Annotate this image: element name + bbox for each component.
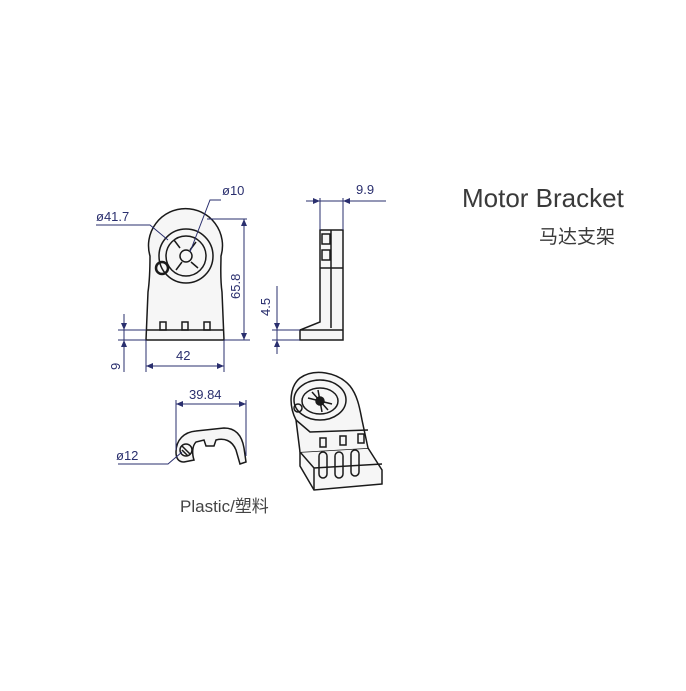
front-slot-right — [203, 321, 211, 331]
iso-slot-2 — [334, 451, 344, 479]
dim-front-hole-dia: ø41.7 — [96, 209, 129, 224]
iso-lower-edge — [295, 419, 369, 433]
isometric-view — [290, 371, 383, 491]
clip-dia-leader — [118, 451, 183, 465]
front-arrows — [121, 219, 247, 369]
front-center-hole — [179, 249, 193, 263]
dim-front-small-dia: ø10 — [222, 183, 244, 198]
dim-clip-dia: ø12 — [116, 448, 138, 463]
side-view — [299, 229, 344, 341]
side-body-outline — [299, 229, 344, 341]
dim-side-flange: 4.5 — [258, 298, 273, 316]
iso-screw — [293, 403, 303, 413]
front-slot-mid — [181, 321, 189, 331]
iso-tab-1 — [319, 437, 327, 448]
clip-arrows — [176, 401, 246, 407]
iso-slot-1 — [318, 451, 328, 479]
iso-ring-inner — [301, 387, 339, 415]
material-label: Plastic/塑料 — [180, 497, 269, 516]
front-slot-left — [159, 321, 167, 331]
clip-view — [175, 427, 247, 465]
iso-hub — [315, 396, 325, 406]
side-arrows — [274, 198, 350, 347]
front-bore — [165, 235, 207, 277]
iso-tab-2 — [339, 435, 347, 446]
clip-hole — [179, 443, 193, 457]
front-spokes — [173, 239, 199, 271]
front-view — [145, 207, 225, 341]
dim-front-height: 65.8 — [228, 274, 243, 299]
iso-tab-3 — [357, 433, 365, 444]
dim-side-thickness: 9.9 — [356, 182, 374, 197]
front-body-outline — [145, 207, 225, 341]
side-tab-2 — [321, 249, 331, 261]
clip-outline — [175, 427, 247, 465]
dim-front-base: 9 — [108, 363, 123, 370]
dia41-leader — [96, 224, 169, 241]
front-screw-hole — [154, 260, 170, 276]
side-tab-1 — [321, 233, 331, 245]
iso-ring-outer — [293, 379, 347, 421]
clip-hole-hatch — [181, 445, 191, 457]
title-chinese: 马达支架 — [539, 226, 615, 248]
dim-front-width: 42 — [176, 348, 190, 363]
dim-clip-width: 39.84 — [189, 387, 222, 402]
dia10-leader — [189, 199, 221, 253]
iso-slot-3 — [350, 449, 360, 477]
front-inner-ring — [158, 228, 214, 284]
iso-base-plate — [299, 447, 383, 491]
clip-dimensions — [118, 400, 247, 465]
title-english: Motor Bracket — [462, 183, 625, 213]
